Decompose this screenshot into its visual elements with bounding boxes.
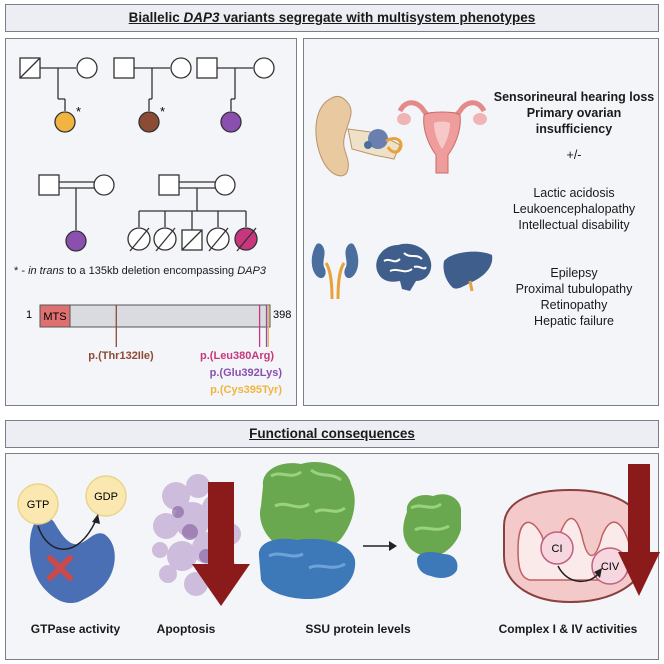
functional-panel: GTP GDP GTPase activity Apoptosis [5, 453, 660, 660]
ear-illustration [315, 95, 403, 177]
phenotype-item: Epilepsy [550, 266, 598, 280]
ssu-complex-normal [258, 462, 356, 600]
ssu-illustration [258, 462, 461, 600]
phenotype-item: Retinopathy [540, 298, 608, 312]
apoptosis-illustration [152, 474, 250, 606]
liver-illustration [443, 251, 493, 292]
trans-note: * - in trans to a 135kb deletion encompa… [14, 265, 266, 277]
variant-label: p.(Leu380Arg) [200, 350, 274, 362]
variant-label: p.(Glu392Lys) [210, 367, 283, 379]
protein-start: 1 [26, 309, 32, 321]
mts-domain [39, 304, 71, 328]
gtp-circle [17, 483, 59, 525]
main-title-box: Biallelic DAP3 variants segregate with m… [5, 4, 659, 32]
pedigree-panel: * * 1 MTS 398 p.(Thr132Ile) p.(Leu380Arg)… [5, 38, 297, 406]
phenotype-item: Proximal tubulopathy [515, 282, 633, 296]
apoptosis-label: Apoptosis [156, 622, 216, 636]
phenotype-item: Hepatic failure [534, 314, 614, 328]
protein-bar [39, 304, 271, 328]
variant-label: p.(Thr132Ile) [88, 350, 154, 362]
ssu-complex-reduced [403, 494, 461, 578]
complex-i-circle [540, 531, 574, 565]
decrease-arrow-icon [618, 464, 660, 596]
variant-label: p.(Cys395Tyr) [210, 384, 282, 396]
phenotype-item: Lactic acidosis [533, 186, 615, 200]
arrow-head [92, 514, 100, 524]
pedigree-affected-proband [138, 111, 160, 133]
mitochondria-illustration: CI CIV [503, 464, 660, 604]
primary-phenotypes: Sensorineural hearing loss Primary ovari… [489, 89, 659, 137]
pedigree-affected-proband [54, 111, 76, 133]
gdp-circle [85, 475, 127, 517]
functional-title-box: Functional consequences [5, 420, 659, 448]
pedigree-affected-proband [65, 230, 87, 252]
phenotype-item: Intellectual disability [518, 218, 630, 232]
star-marker: * [76, 104, 81, 119]
gdp-label: GDP [94, 491, 118, 503]
protein-end: 398 [273, 309, 291, 321]
mts-label: MTS [43, 311, 66, 323]
pedigree-mother [76, 57, 98, 79]
brain-illustration [376, 243, 432, 291]
phenotype-panel: Sensorineural hearing loss Primary ovari… [303, 38, 659, 406]
pedigree-affected-proband [220, 111, 242, 133]
main-title: Biallelic DAP3 variants segregate with m… [128, 10, 536, 25]
phenotype-hearing-loss: Sensorineural hearing loss [493, 90, 655, 104]
complex-i-label: CI [552, 543, 563, 555]
gtp-label: GTP [27, 499, 50, 511]
deceased-slash [19, 57, 41, 79]
complex-label: Complex I & IV activities [498, 622, 638, 636]
uterus-illustration [397, 100, 487, 174]
phenotype-item: Leukoencephalopathy [512, 202, 636, 216]
kidneys-illustration [311, 243, 359, 300]
phenotype-ovarian-insufficiency: Primary ovarian insufficiency [526, 106, 622, 136]
inhibited-x-icon [47, 555, 73, 581]
conversion-arrow [37, 519, 97, 550]
functional-title: Functional consequences [249, 426, 415, 441]
decrease-arrow-icon [192, 482, 250, 606]
phenotype-group-2: Epilepsy Proximal tubulopathy Retinopath… [489, 265, 659, 329]
phenotype-separator: +/- [566, 148, 582, 162]
complex-iv-label: CIV [601, 561, 620, 573]
gtpase-label: GTPase activity [30, 622, 121, 636]
pedigree-diagram: * * 1 MTS 398 p.(Thr132Ile) p.(Leu380Arg)… [19, 57, 291, 396]
electron-transfer-arrow [557, 565, 599, 582]
phenotype-group-1: Lactic acidosis Leukoencephalopathy Inte… [489, 185, 659, 233]
gtpase-illustration: GTP GDP [17, 475, 127, 604]
ssu-label: SSU protein levels [305, 622, 411, 636]
star-marker: * [160, 104, 165, 119]
